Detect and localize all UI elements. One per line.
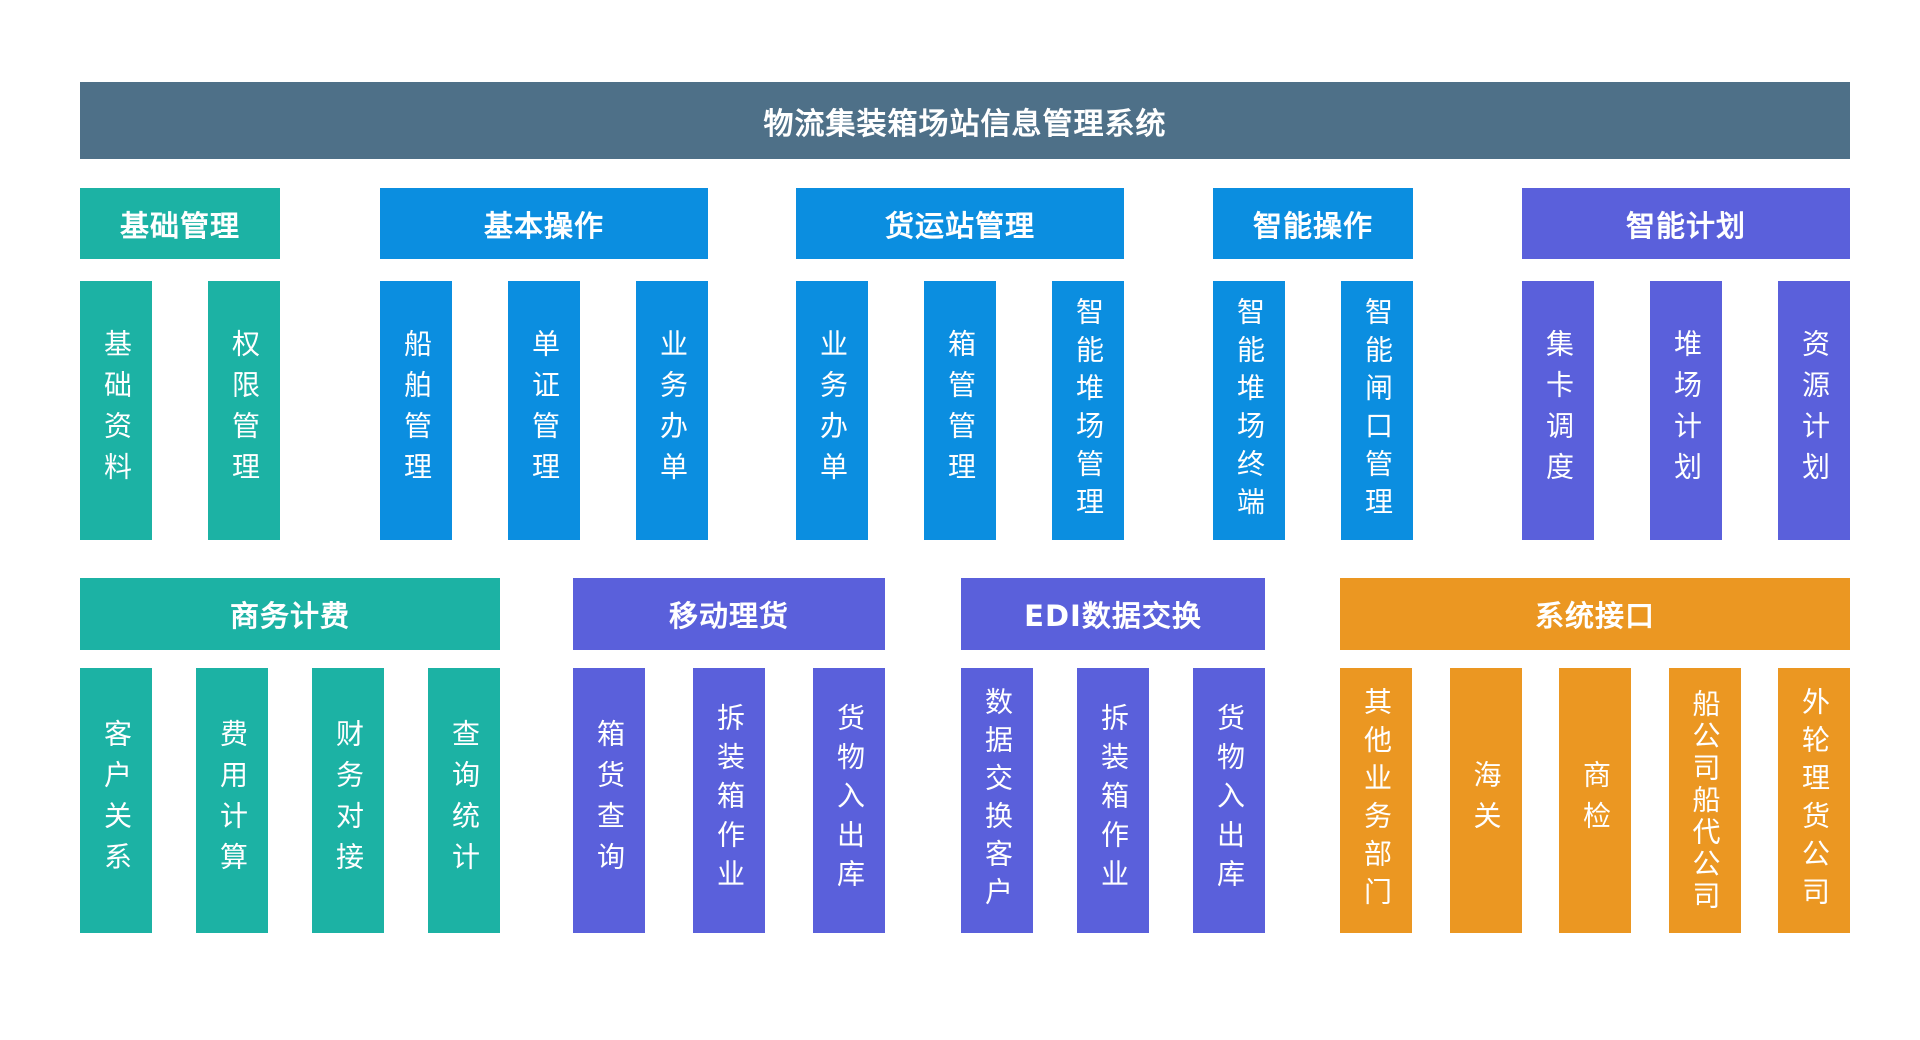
cell-finance-integration: 财务对接	[312, 668, 384, 933]
cell-label: 资源计划	[1798, 328, 1831, 493]
cell-label: 业务办单	[656, 328, 689, 493]
cell-cargo-in-out: 货物入出库	[1193, 668, 1265, 933]
group-cells: 船舶管理 单证管理 业务办单	[380, 281, 708, 540]
group-commercial-billing: 商务计费 客户关系 费用计算 财务对接 查询统计	[80, 578, 500, 933]
group-header-intelligent-planning: 智能计划	[1522, 188, 1850, 259]
cell-label: 堆场计划	[1670, 328, 1703, 493]
cell-shipping-agency: 船公司船代公司	[1668, 668, 1741, 933]
group-title: 移动理货	[668, 599, 789, 633]
cell-truck-dispatch: 集卡调度	[1522, 281, 1594, 540]
group-title: 货运站管理	[884, 208, 1035, 243]
cell-other-departments: 其他业务部门	[1340, 668, 1412, 933]
cell-smart-yard-terminal: 智能堆场终端	[1213, 281, 1285, 540]
group-cells: 基础资料 权限管理	[80, 281, 280, 540]
group-edi-data-exchange: EDI数据交换 数据交换客户 拆装箱作业 货物入出库	[961, 578, 1265, 933]
group-title: 基本操作	[483, 208, 604, 243]
group-title: EDI数据交换	[1024, 599, 1202, 633]
cell-cargo-in-out: 货物入出库	[813, 668, 885, 933]
group-header-freight-station-management: 货运站管理	[796, 188, 1124, 259]
group-cells: 集卡调度 堆场计划 资源计划	[1522, 281, 1850, 540]
cell-label: 船舶管理	[400, 328, 433, 493]
cell-label: 拆装箱作业	[1097, 703, 1130, 898]
title-bar: 物流集装箱场站信息管理系统	[80, 82, 1850, 159]
cell-label: 费用计算	[216, 718, 249, 883]
cell-label: 拆装箱作业	[713, 703, 746, 898]
cell-stuffing-unstuffing: 拆装箱作业	[1077, 668, 1149, 933]
group-title: 智能操作	[1252, 208, 1373, 243]
cell-label: 查询统计	[448, 718, 481, 883]
cell-label: 货物入出库	[833, 703, 866, 898]
group-cells: 智能堆场终端 智能闸口管理	[1213, 281, 1413, 540]
cell-label: 数据交换客户	[981, 686, 1014, 915]
group-header-system-interfaces: 系统接口	[1340, 578, 1850, 650]
cell-label: 船公司船代公司	[1688, 688, 1722, 913]
cell-label: 集卡调度	[1542, 328, 1575, 493]
cell-commodity-inspection: 商检	[1559, 668, 1631, 933]
cell-customs: 海关	[1449, 668, 1522, 933]
cell-ship-management: 船舶管理	[380, 281, 452, 540]
cell-document-management: 单证管理	[508, 281, 580, 540]
cell-label: 单证管理	[528, 328, 561, 493]
cell-yard-planning: 堆场计划	[1650, 281, 1722, 540]
group-system-interfaces: 系统接口 其他业务部门 海关 商检 船公司船代公司 外轮理货公司	[1340, 578, 1850, 933]
cell-query-statistics: 查询统计	[428, 668, 500, 933]
group-cells: 其他业务部门 海关 商检 船公司船代公司 外轮理货公司	[1340, 668, 1850, 933]
cell-label: 箱货查询	[593, 718, 626, 883]
group-intelligent-operations: 智能操作 智能堆场终端 智能闸口管理	[1213, 188, 1413, 540]
cell-label: 业务办单	[816, 328, 849, 493]
cell-label: 箱管管理	[944, 328, 977, 493]
group-title: 系统接口	[1534, 599, 1655, 633]
cell-smart-yard-management: 智能堆场管理	[1052, 281, 1124, 540]
cell-stuffing-unstuffing: 拆装箱作业	[693, 668, 765, 933]
group-title: 基础管理	[119, 208, 240, 243]
group-header-commercial-billing: 商务计费	[80, 578, 500, 650]
group-header-basic-management: 基础管理	[80, 188, 280, 259]
group-basic-operations: 基本操作 船舶管理 单证管理 业务办单	[380, 188, 708, 540]
cell-label: 智能堆场终端	[1233, 296, 1266, 525]
group-basic-management: 基础管理 基础资料 权限管理	[80, 188, 280, 540]
cell-label: 权限管理	[228, 328, 261, 493]
cell-fee-calculation: 费用计算	[196, 668, 268, 933]
cell-label: 其他业务部门	[1360, 686, 1393, 915]
group-header-mobile-tally: 移动理货	[573, 578, 885, 650]
group-cells: 客户关系 费用计算 财务对接 查询统计	[80, 668, 500, 933]
group-intelligent-planning: 智能计划 集卡调度 堆场计划 资源计划	[1522, 188, 1850, 540]
group-cells: 数据交换客户 拆装箱作业 货物入出库	[961, 668, 1265, 933]
group-header-basic-operations: 基本操作	[380, 188, 708, 259]
cell-label: 财务对接	[332, 718, 365, 883]
cell-label: 海关	[1469, 759, 1503, 842]
cell-basic-data: 基础资料	[80, 281, 152, 540]
cell-label: 外轮理货公司	[1798, 686, 1831, 915]
cell-label: 基础资料	[100, 328, 133, 493]
cell-label: 商检	[1579, 759, 1612, 842]
page-title: 物流集装箱场站信息管理系统	[763, 106, 1167, 142]
cell-customer-relations: 客户关系	[80, 668, 152, 933]
cell-label: 智能闸口管理	[1361, 296, 1394, 525]
group-cells: 业务办单 箱管管理 智能堆场管理	[796, 281, 1124, 540]
cell-label: 货物入出库	[1213, 703, 1246, 898]
cell-container-cargo-query: 箱货查询	[573, 668, 645, 933]
cell-business-ordering: 业务办单	[636, 281, 708, 540]
group-header-intelligent-operations: 智能操作	[1213, 188, 1413, 259]
cell-business-ordering: 业务办单	[796, 281, 868, 540]
cell-smart-gate-management: 智能闸口管理	[1341, 281, 1413, 540]
group-cells: 箱货查询 拆装箱作业 货物入出库	[573, 668, 885, 933]
cell-permission-management: 权限管理	[208, 281, 280, 540]
group-title: 智能计划	[1625, 208, 1746, 243]
group-freight-station-management: 货运站管理 业务办单 箱管管理 智能堆场管理	[796, 188, 1124, 540]
group-mobile-tally: 移动理货 箱货查询 拆装箱作业 货物入出库	[573, 578, 885, 933]
cell-container-management: 箱管管理	[924, 281, 996, 540]
cell-foreign-tally-company: 外轮理货公司	[1778, 668, 1850, 933]
cell-label: 客户关系	[100, 718, 133, 883]
group-title: 商务计费	[229, 599, 350, 633]
group-header-edi-data-exchange: EDI数据交换	[961, 578, 1265, 650]
cell-data-exchange-customer: 数据交换客户	[961, 668, 1033, 933]
cell-resource-planning: 资源计划	[1778, 281, 1850, 540]
cell-label: 智能堆场管理	[1072, 296, 1105, 525]
